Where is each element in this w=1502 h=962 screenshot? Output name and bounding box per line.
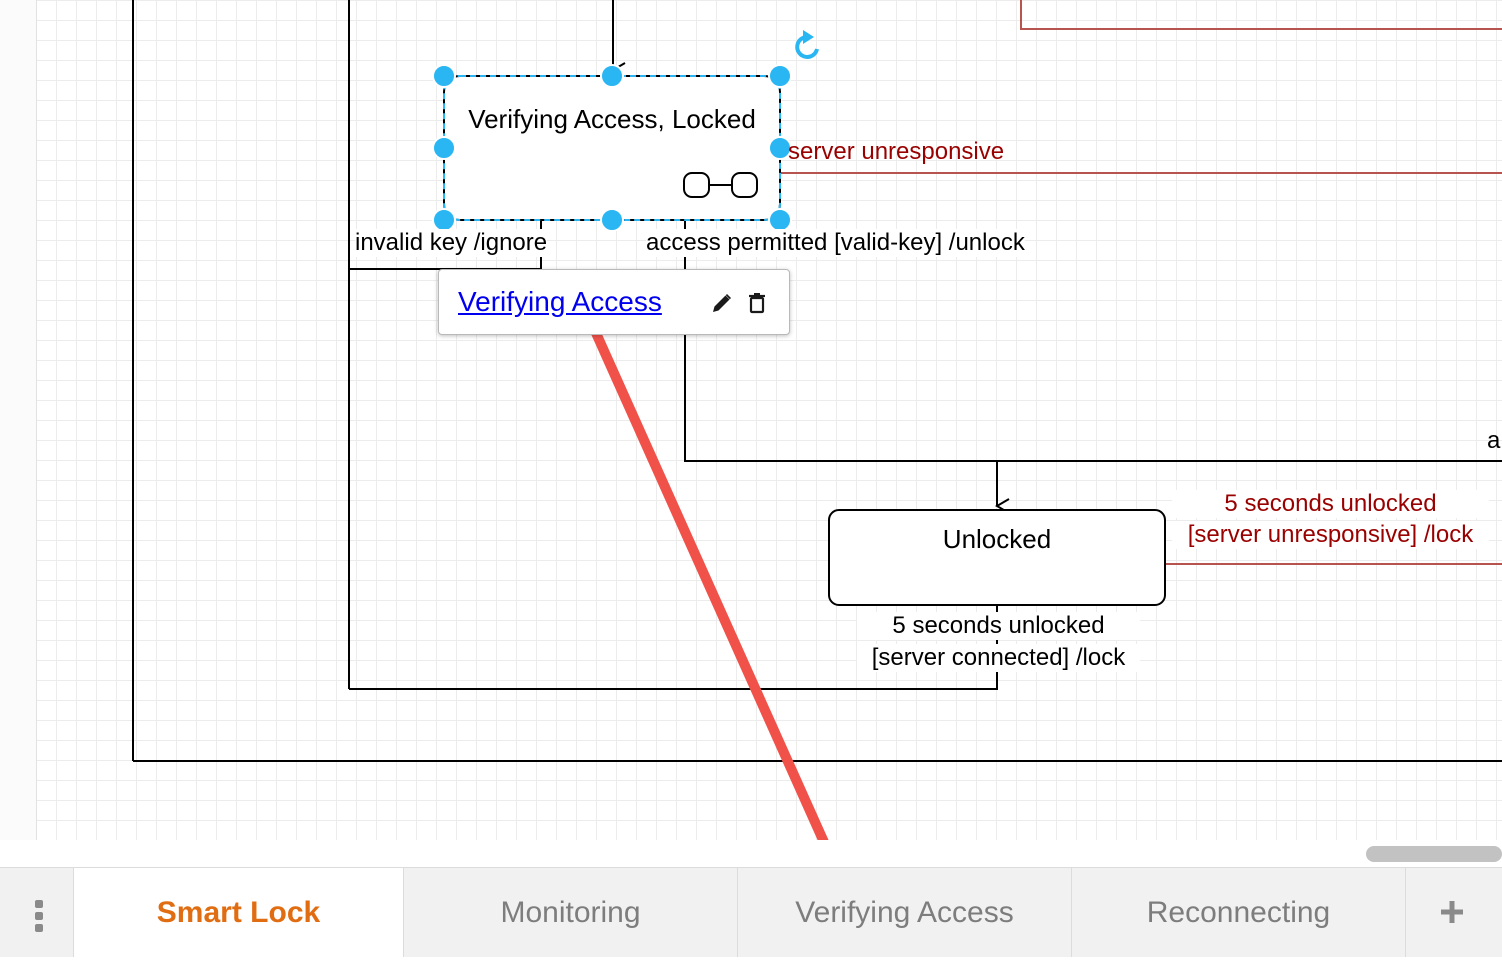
label-edge-a: a [1487,427,1501,454]
resize-handle-e[interactable] [768,136,792,160]
tab-smart-lock[interactable]: Smart Lock [74,868,404,957]
server-region-edge [1020,0,1502,30]
page-link[interactable]: Verifying Access [458,286,662,317]
resize-handle-se[interactable] [768,208,792,232]
page-tab-bar: Smart Lock Monitoring Verifying Access R… [0,867,1502,957]
trash-icon[interactable] [745,291,769,315]
resize-handle-ne[interactable] [768,64,792,88]
canvas-left-gutter [0,0,37,840]
link-popup: Verifying Access [438,269,790,335]
diagram-canvas[interactable]: Verifying Access, Locked Unlocked server… [0,0,1502,840]
submachine-icon [683,172,758,198]
label-timeout-unresponsive-2: [server unresponsive] /lock [1172,521,1489,549]
pencil-icon[interactable] [710,291,734,315]
resize-handle-s[interactable] [600,208,624,232]
state-verifying-locked[interactable] [443,75,781,221]
resize-handle-n[interactable] [600,64,624,88]
rotate-icon[interactable] [795,30,819,59]
state-unlocked[interactable] [828,509,1166,606]
plus-icon[interactable] [1406,868,1502,957]
resize-handle-w[interactable] [432,136,456,160]
label-timeout-connected-1: 5 seconds unlocked [857,612,1140,640]
annotation-arrow [591,328,829,840]
tab-verifying-access[interactable]: Verifying Access [738,868,1072,957]
label-timeout-unresponsive-1: 5 seconds unlocked [1172,490,1489,518]
vertical-dots-icon[interactable] [0,868,74,957]
resize-handle-sw[interactable] [432,208,456,232]
label-access-permitted: access permitted [valid-key] /unlock [646,229,1025,257]
tab-reconnecting[interactable]: Reconnecting [1072,868,1406,957]
label-timeout-connected-2: [server connected] /lock [857,644,1140,672]
selection-handles[interactable] [432,64,792,232]
state-unlocked-label: Unlocked [942,524,1052,554]
resize-handle-nw[interactable] [432,64,456,88]
label-server-unresponsive: server unresponsive [788,138,1005,165]
horizontal-scrollbar[interactable] [1366,846,1502,862]
state-diagram [132,0,1502,840]
state-verifying-locked-label: Verifying Access, Locked [468,104,756,134]
tab-monitoring[interactable]: Monitoring [404,868,738,957]
label-invalid-key: invalid key /ignore [355,229,548,257]
